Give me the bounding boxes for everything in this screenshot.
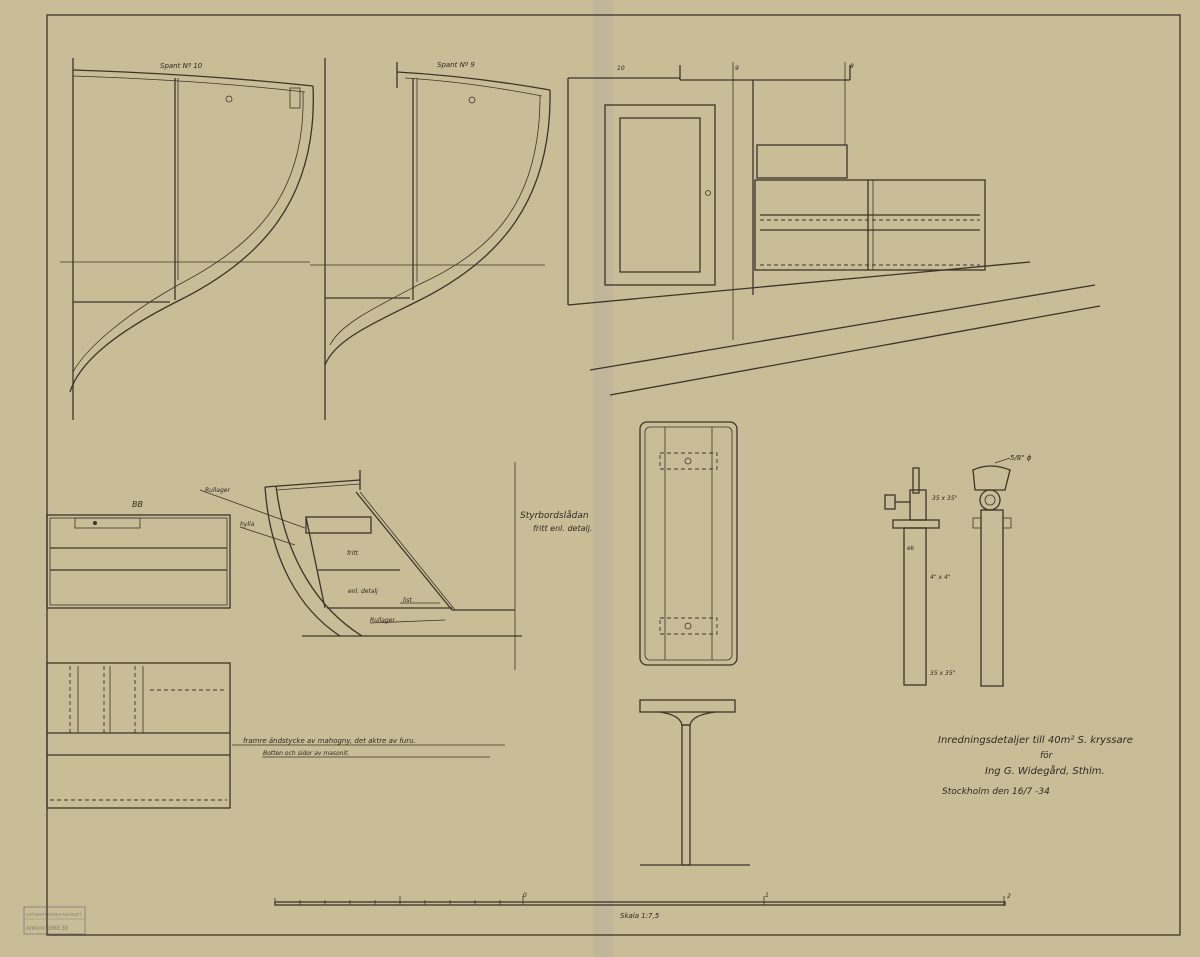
- scale-tick-2: 2: [1007, 893, 1011, 900]
- fritt-label: fritt: [347, 550, 359, 557]
- drawing-border: [46, 14, 1181, 936]
- station-8-label: 8: [850, 63, 854, 70]
- table-pedestal-view: [639, 699, 750, 866]
- styrbord-note-line1: Styrbordslådan: [520, 510, 589, 521]
- hylla-label: hylla: [240, 521, 255, 528]
- tiller-dim-mid: 4" x 4": [930, 574, 951, 581]
- frame-9-view: Spant Nº 9: [310, 58, 551, 420]
- table-plan-view: [639, 421, 738, 666]
- tiller-wood-label: ek: [907, 545, 915, 552]
- scale-label: Skala 1:7,5: [620, 912, 660, 920]
- styrbord-note-line2: fritt enl. detalj.: [533, 524, 592, 533]
- bb-label: BB: [132, 500, 143, 509]
- scale-tick-0: 0: [523, 892, 527, 899]
- title-line3: Ing G. Widegård, Sthlm.: [985, 764, 1105, 777]
- scale-bar: 0 1 2 Skala 1:7,5: [274, 892, 1011, 920]
- frame-10-label: Spant Nº 10: [160, 62, 203, 70]
- tiller-views: 5/8" ϕ 35 x 35" ek 4" x 4" 35 x 35": [884, 454, 1032, 687]
- interior-elevation: 10 9 8: [567, 62, 1101, 396]
- station-10-label: 10: [617, 65, 625, 72]
- material-note-line1: framre ändstycke av mahogny, det aktre a…: [243, 737, 416, 745]
- frame-10-view: Spant Nº 10: [60, 58, 314, 420]
- stamp-line2: Arkivnr 1968:39: [26, 926, 69, 932]
- museum-stamp: SJÖHISTORISKA MUSEET Arkivnr 1968:39: [23, 906, 86, 935]
- drawer-bb-view: BB: [46, 500, 231, 609]
- title-date: Stockholm den 16/7 -34: [942, 787, 1050, 797]
- station-9-label: 9: [735, 65, 739, 72]
- tiller-dim-bottom: 35 x 35": [930, 670, 956, 677]
- tiller-dim-top: 35 x 35": [932, 495, 958, 502]
- list-label: list: [403, 597, 412, 604]
- title-line2: för: [1040, 751, 1054, 761]
- rullager-bottom-label: Rullager: [370, 617, 395, 624]
- drawer-plan-view: framre ändstycke av mahogny, det aktre a…: [46, 662, 505, 809]
- scale-tick-1: 1: [765, 892, 769, 899]
- title-block: Inredningsdetaljer till 40m² S. kryssare…: [938, 735, 1133, 797]
- hull-section-view: Rullager hylla fritt enl. detalj list Ru…: [199, 462, 592, 670]
- enl-detalj-label: enl. detalj: [348, 588, 378, 595]
- material-note-line2: Botten och sidor av masonit.: [263, 750, 349, 757]
- title-line1: Inredningsdetaljer till 40m² S. kryssare: [938, 735, 1133, 746]
- fold-shade: [593, 0, 613, 957]
- tiller-diameter-label: 5/8" ϕ: [1010, 454, 1032, 462]
- rullager-top-label: Rullager: [205, 487, 230, 494]
- stamp-line1: SJÖHISTORISKA MUSEET: [26, 911, 82, 917]
- frame-9-label: Spant Nº 9: [437, 61, 475, 69]
